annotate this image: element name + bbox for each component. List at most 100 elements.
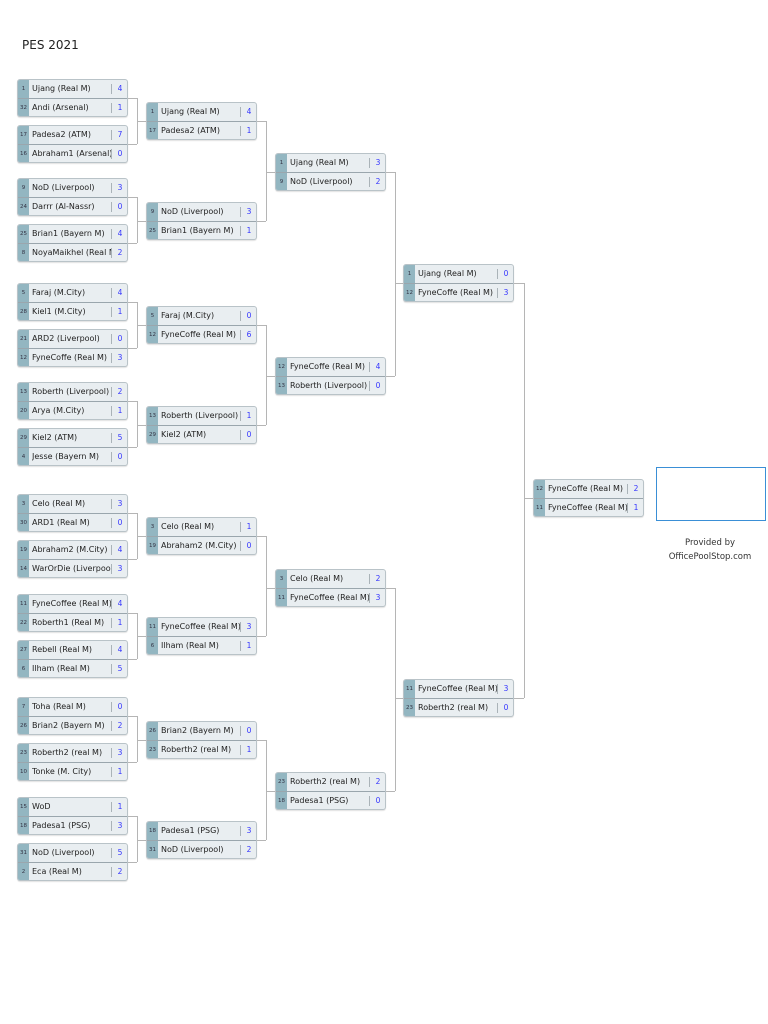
team-score: 0 bbox=[503, 703, 509, 712]
team-score: 1 bbox=[117, 406, 123, 415]
team-name: Padesa2 (ATM) bbox=[32, 130, 91, 139]
team-seed: 23 bbox=[404, 699, 415, 716]
team-seed: 12 bbox=[404, 284, 415, 301]
score-divider bbox=[111, 84, 112, 94]
provider-link[interactable]: OfficePoolStop.com bbox=[668, 552, 752, 562]
